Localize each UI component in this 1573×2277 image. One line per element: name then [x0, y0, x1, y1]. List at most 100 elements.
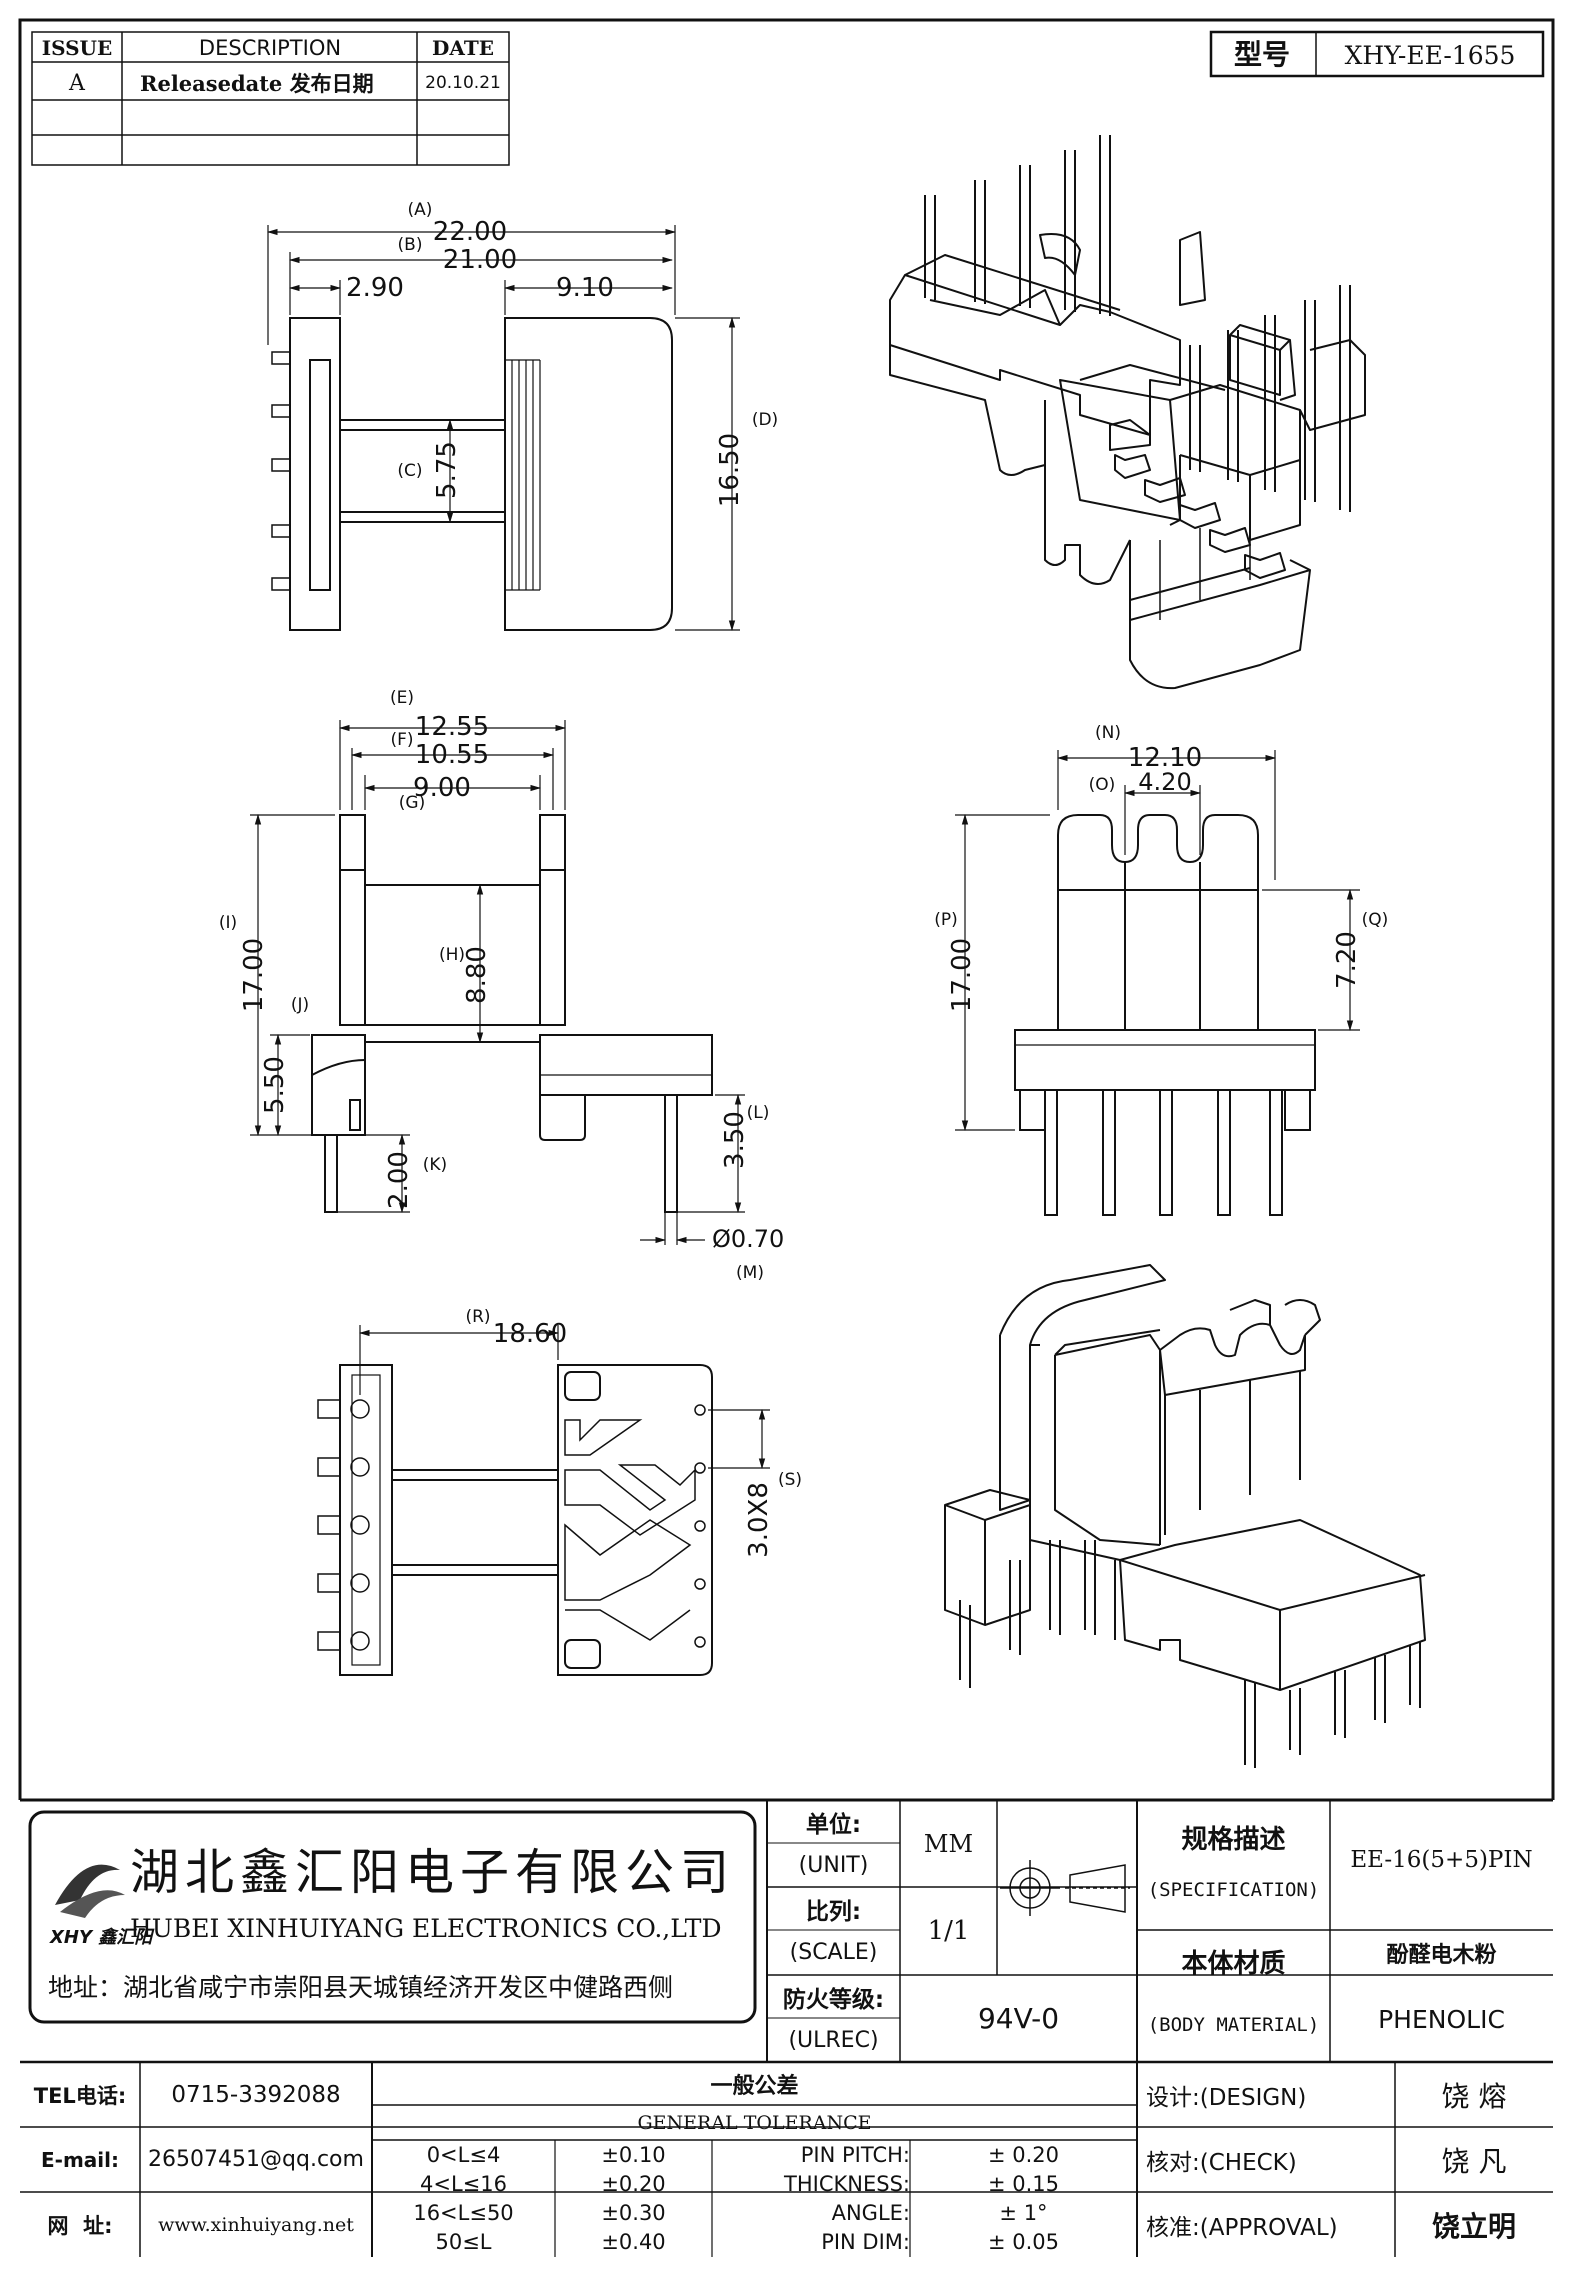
- spec-label-en: (SPECIFICATION): [1147, 1879, 1320, 1901]
- email-label: E-mail:: [40, 2147, 119, 2172]
- dim-p-letter: (P): [934, 910, 958, 930]
- design-label: 设计:(DESIGN): [1146, 2084, 1307, 2111]
- dim-l-letter: (L): [747, 1103, 770, 1123]
- dim-h-letter: (H): [439, 945, 465, 965]
- dim-q-letter: (Q): [1362, 910, 1389, 930]
- tolerance-param: PIN PITCH:: [800, 2142, 910, 2167]
- tolerance-range: 4<L≤16: [420, 2171, 507, 2196]
- dim-s-letter: (S): [778, 1470, 802, 1490]
- dim-o-value: 4.20: [1138, 768, 1191, 796]
- revision-table: [31, 31, 510, 166]
- tolerance-range: 16<L≤50: [413, 2200, 514, 2225]
- dim-k-letter: (K): [423, 1155, 447, 1175]
- sheet-border: [18, 18, 1555, 1800]
- model-box: [1209, 30, 1545, 78]
- design-name: 饶 熔: [1441, 2079, 1507, 2113]
- dim-j-value: 5.50: [260, 1056, 290, 1114]
- dim-e-letter: (E): [390, 688, 414, 708]
- dim-n-value: 12.10: [1128, 743, 1202, 773]
- tolerance-param-value: ± 1°: [999, 2200, 1048, 2225]
- fire-label-en: (ULREC): [788, 2027, 879, 2053]
- dim-a-letter: (A): [408, 200, 433, 220]
- unit-label-en: (UNIT): [798, 1852, 869, 1878]
- dim-d-value: 16.50: [715, 433, 745, 507]
- check-name: 饶 凡: [1441, 2144, 1507, 2178]
- tolerance-param: ANGLE:: [831, 2200, 910, 2225]
- side-view-dimensions: [250, 720, 745, 1245]
- date-header: DATE: [432, 36, 494, 60]
- dim-b-letter: (B): [398, 235, 423, 255]
- dim-p-value: 17.00: [947, 938, 977, 1012]
- dim-j-letter: (J): [291, 995, 309, 1015]
- dim-g-letter: (G): [399, 793, 425, 813]
- tolerance-value: ±0.30: [601, 2200, 666, 2225]
- web-label: 网 址:: [47, 2213, 113, 2238]
- dim-q-value: 7.20: [1332, 931, 1362, 989]
- unit-value: MM: [923, 1829, 974, 1858]
- dim-a-value: 22.00: [433, 217, 507, 247]
- dim-i-value: 17.00: [239, 938, 269, 1012]
- model-value: XHY-EE-1655: [1345, 41, 1516, 70]
- tolerance-title-cn: 一般公差: [710, 2073, 799, 2099]
- approval-label: 核准:(APPROVAL): [1146, 2214, 1338, 2241]
- projection-symbol-icon: [1000, 1860, 1130, 1916]
- tolerance-range: 0<L≤4: [426, 2142, 501, 2167]
- dim-f-letter: (F): [390, 730, 413, 750]
- tolerance-param-value: ± 0.05: [987, 2229, 1060, 2254]
- issue-header: ISSUE: [42, 36, 113, 60]
- dim-s-value: 3.0X8: [744, 1482, 774, 1558]
- web-value[interactable]: www.xinhuiyang.net: [158, 2213, 354, 2236]
- model-label: 型号: [1234, 38, 1290, 71]
- tolerance-param-value: ± 0.20: [987, 2142, 1060, 2167]
- scale-label-cn: 比列:: [805, 1899, 862, 1925]
- technical-drawing: ISSUE DESCRIPTION DATE A Releasedate 发布日…: [18, 18, 1555, 1800]
- company-address: 地址：湖北省咸宁市崇阳县天城镇经济开发区中健路西侧: [48, 1973, 674, 2002]
- description-value: Releasedate 发布日期: [140, 71, 374, 96]
- dim-g-value: 9.00: [413, 773, 471, 803]
- end-view: [1014, 814, 1316, 1216]
- dim-h-value: 8.80: [462, 946, 492, 1004]
- tolerance-range: 50≤L: [435, 2229, 492, 2254]
- tolerance-param: THICKNESS:: [784, 2171, 910, 2196]
- tel-value: 0715-3392088: [171, 2081, 341, 2108]
- dim-l-value: 3.50: [720, 1111, 750, 1169]
- dim-c-letter: (C): [397, 461, 422, 481]
- isometric-view-top: [889, 135, 1366, 690]
- dim-r-value: 18.60: [493, 1319, 567, 1349]
- front-view-dimensions: [266, 225, 740, 632]
- dim-n-letter: (N): [1095, 723, 1121, 743]
- dim-2-90-value: 2.90: [346, 273, 404, 303]
- dim-m-value: Ø0.70: [712, 1225, 784, 1253]
- tolerance-param-value: ± 0.15: [987, 2171, 1060, 2196]
- dim-i-letter: (I): [219, 913, 237, 933]
- dim-m-letter: (M): [736, 1263, 764, 1283]
- bottom-view: [317, 1364, 713, 1676]
- front-view: [271, 317, 673, 631]
- dim-9-10-value: 9.10: [556, 273, 614, 303]
- unit-label-cn: 单位:: [805, 1812, 862, 1838]
- logo-text: XHY 鑫汇阳: [49, 1927, 155, 1948]
- scale-label-en: (SCALE): [789, 1939, 878, 1965]
- dim-o-letter: (O): [1089, 775, 1116, 795]
- tolerance-title-en: GENERAL TOLERANCE: [637, 2111, 872, 2134]
- description-header: DESCRIPTION: [199, 36, 341, 60]
- tolerance-param: PIN DIM:: [821, 2229, 910, 2254]
- dim-c-value: 5.75: [432, 441, 462, 499]
- material-label-en: (BODY MATERIAL): [1147, 2014, 1320, 2036]
- tel-label: TEL电话:: [33, 2083, 127, 2108]
- issue-value: A: [68, 71, 86, 96]
- dim-r-letter: (R): [465, 1307, 490, 1327]
- fire-label-cn: 防火等级:: [782, 1987, 885, 2013]
- scale-value: 1/1: [927, 1916, 970, 1946]
- end-view-dimensions: [955, 750, 1360, 1132]
- email-value[interactable]: 26507451@qq.com: [148, 2147, 364, 2172]
- material-value-en: PHENOLIC: [1378, 2005, 1505, 2034]
- bottom-view-dimensions: [358, 1325, 770, 1470]
- dim-d-letter: (D): [752, 410, 778, 430]
- material-value-cn: 酚醛电木粉: [1386, 1943, 1497, 1968]
- dim-e-value: 12.55: [415, 712, 489, 742]
- spec-label-cn: 规格描述: [1181, 1824, 1286, 1855]
- side-view: [311, 814, 713, 1213]
- material-label-cn: 本体材质: [1181, 1948, 1286, 1979]
- tolerance-value: ±0.10: [601, 2142, 666, 2167]
